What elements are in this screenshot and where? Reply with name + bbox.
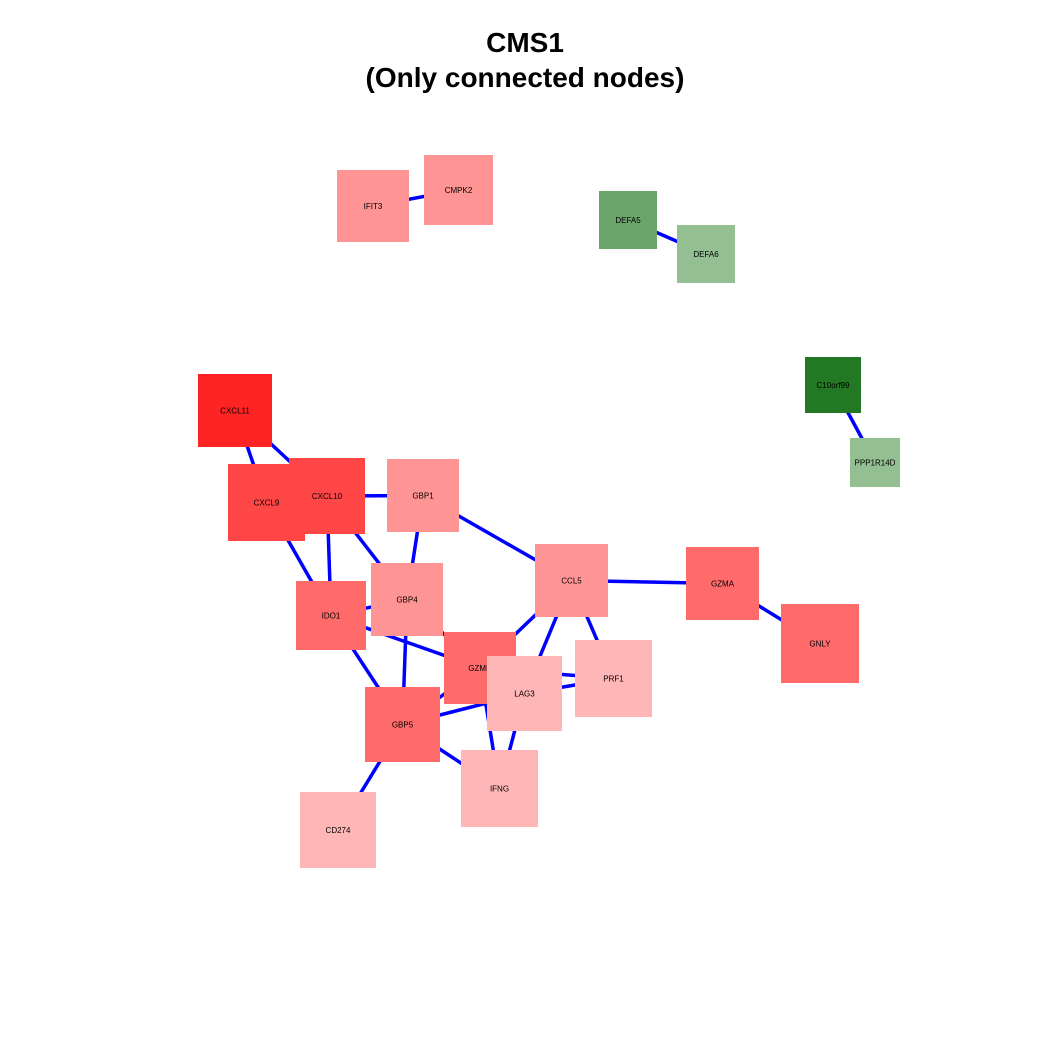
- node-box: [365, 687, 440, 762]
- node-label: GBP1: [412, 492, 434, 501]
- node-cxcl10: CXCL10: [289, 458, 365, 534]
- node-cxcl11: CXCL11: [198, 374, 272, 447]
- node-box: [575, 640, 652, 717]
- node-label: CXCL9: [254, 499, 280, 508]
- node-label: C10orf99: [817, 381, 850, 390]
- node-label: IDO1: [322, 612, 341, 621]
- node-box: [198, 374, 272, 447]
- node-c10orf99: C10orf99: [805, 357, 861, 413]
- node-box: [289, 458, 365, 534]
- node-box: [424, 155, 493, 225]
- node-label: CXCL10: [312, 492, 343, 501]
- node-box: [535, 544, 608, 617]
- node-cmpk2: CMPK2: [424, 155, 493, 225]
- node-box: [686, 547, 759, 620]
- node-ifng: IFNG: [461, 750, 538, 827]
- node-box: [805, 357, 861, 413]
- node-box: [300, 792, 376, 868]
- node-label: GBP5: [392, 721, 414, 730]
- node-label: IFNG: [490, 785, 509, 794]
- node-prf1: PRF1: [575, 640, 652, 717]
- node-label: IFIT3: [364, 202, 383, 211]
- node-label: GBP4: [396, 596, 418, 605]
- node-label: PPP1R14D: [855, 459, 896, 468]
- node-gzma: GZMA: [686, 547, 759, 620]
- node-box: [781, 604, 859, 683]
- node-label: CD274: [326, 826, 351, 835]
- node-box: [850, 438, 900, 487]
- node-gbp5: GBP5: [365, 687, 440, 762]
- node-box: [387, 459, 459, 532]
- node-defa5: DEFA5: [599, 191, 657, 249]
- node-label: GZMA: [711, 580, 735, 589]
- node-box: [337, 170, 409, 242]
- node-defa6: DEFA6: [677, 225, 735, 283]
- node-ppp1r14d: PPP1R14D: [850, 438, 900, 487]
- node-box: [371, 563, 443, 636]
- node-box: [296, 581, 366, 650]
- node-label: GZMH: [468, 664, 492, 673]
- node-cd274: CD274: [300, 792, 376, 868]
- node-lag3: LAG3: [487, 656, 562, 731]
- node-label: LAG3: [514, 690, 535, 699]
- node-gnly: GNLY: [781, 604, 859, 683]
- node-label: CCL5: [561, 577, 582, 586]
- node-label: DEFA5: [615, 216, 641, 225]
- node-ccl5: CCL5: [535, 544, 608, 617]
- node-box: [487, 656, 562, 731]
- node-ifit3: IFIT3: [337, 170, 409, 242]
- node-label: DEFA6: [693, 250, 719, 259]
- node-label: PRF1: [603, 675, 624, 684]
- chart-subtitle: (Only connected nodes): [365, 62, 685, 93]
- chart-title: CMS1: [486, 27, 564, 58]
- node-box: [461, 750, 538, 827]
- node-box: [599, 191, 657, 249]
- node-label: CMPK2: [445, 186, 473, 195]
- node-gbp1: GBP1: [387, 459, 459, 532]
- node-box: [677, 225, 735, 283]
- node-label: CXCL11: [220, 407, 250, 416]
- node-label: GNLY: [809, 640, 831, 649]
- node-ido1: IDO1: [296, 581, 366, 650]
- node-gbp4: GBP4: [371, 563, 443, 636]
